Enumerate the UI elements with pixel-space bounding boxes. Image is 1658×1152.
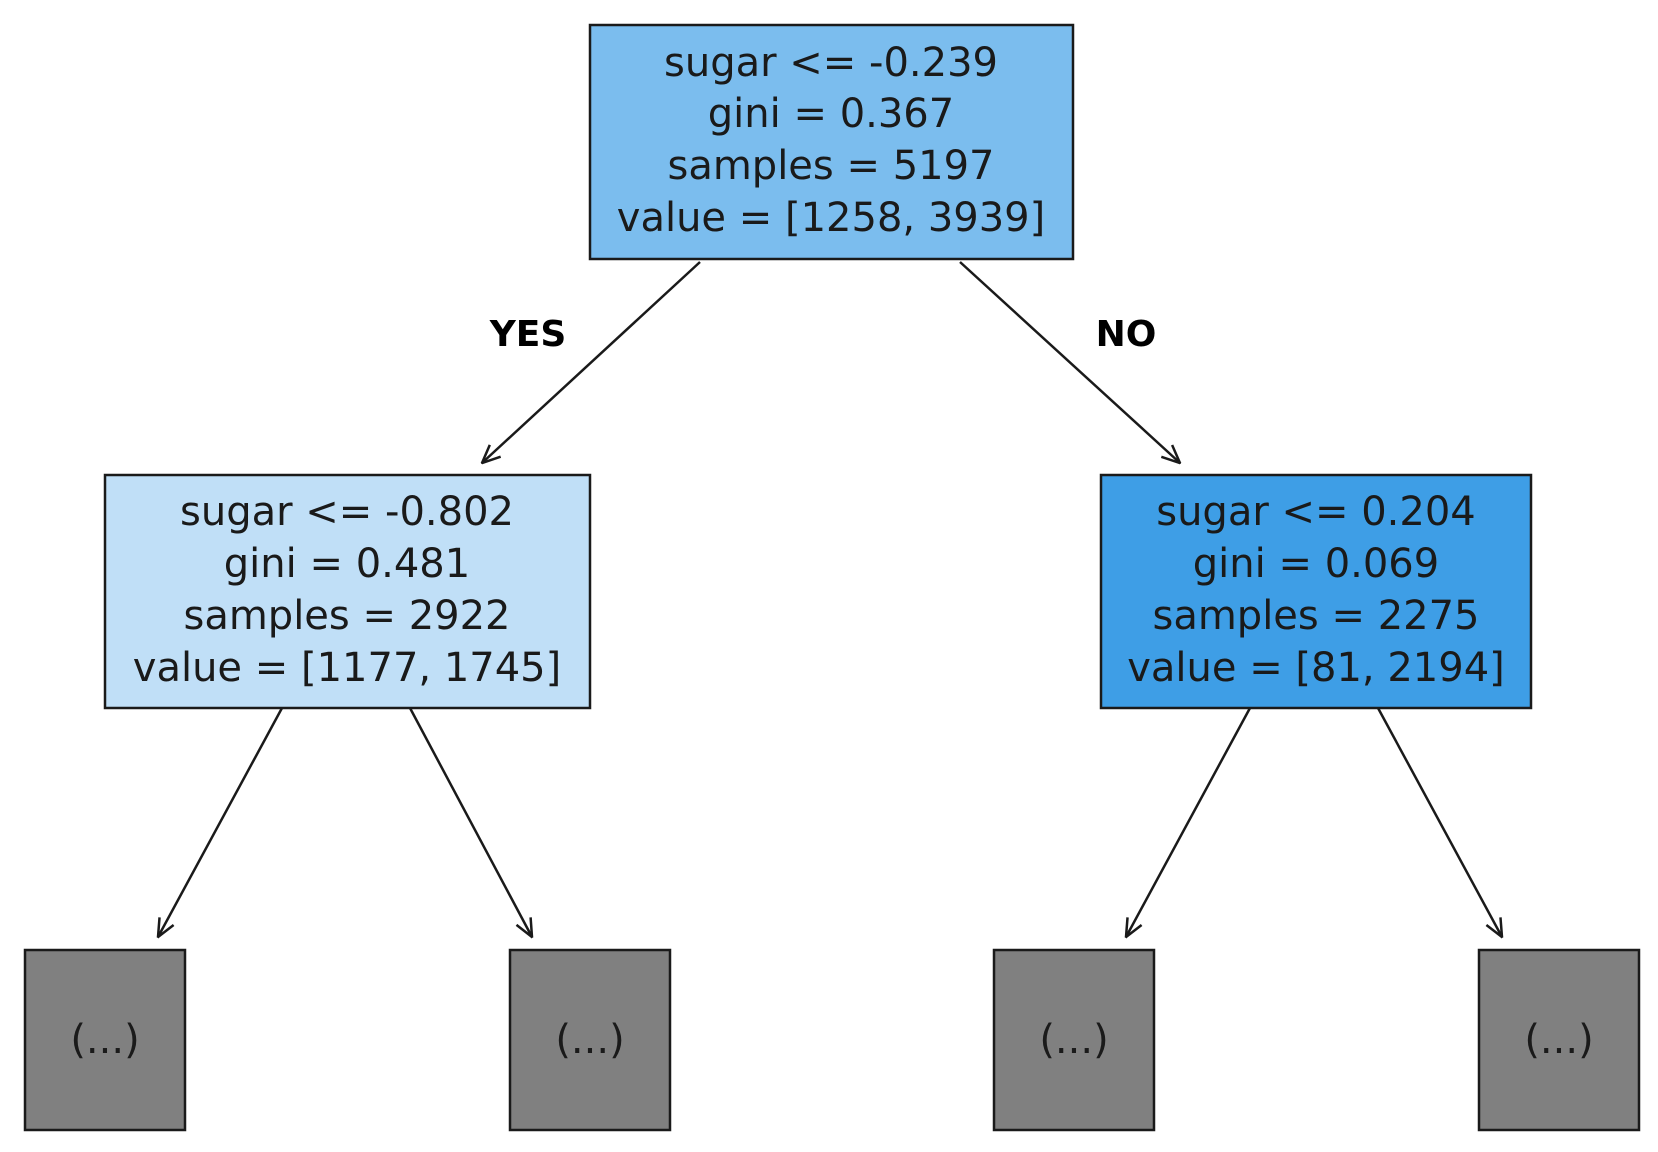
edge-label-yes: YES: [489, 314, 567, 355]
truncated-leaf-3-box: [992, 948, 1156, 1132]
right-node-value: value = [81, 2194]: [1127, 645, 1505, 691]
edge-left-to-leaf-2: [408, 707, 532, 937]
truncated-leaf-2-label: (...): [555, 1017, 624, 1063]
truncated-leaf-1-box: [23, 948, 187, 1132]
edge-right-to-leaf-4: [1376, 707, 1502, 937]
truncated-leaf-4-label: (...): [1524, 1017, 1593, 1063]
right-node-box: [1099, 473, 1533, 710]
left-node-box: [103, 473, 592, 710]
root-node-split: sugar <= -0.239: [664, 40, 998, 86]
edge-root-to-right: [959, 261, 1180, 463]
truncated-leaf-2: (...): [508, 948, 672, 1132]
truncated-leaf-1: (...): [23, 948, 187, 1132]
truncated-leaf-1-label: (...): [70, 1017, 139, 1063]
truncated-leaf-4: (...): [1477, 948, 1641, 1132]
right-node-gini: gini = 0.069: [1193, 541, 1439, 587]
root-node: sugar <= -0.239 gini = 0.367 samples = 5…: [588, 23, 1075, 261]
truncated-leaf-3: (...): [992, 948, 1156, 1132]
edge-right-to-leaf-3: [1126, 707, 1252, 937]
root-node-value: value = [1258, 3939]: [617, 195, 1045, 241]
edge-root-to-left: [482, 261, 701, 463]
left-node-gini: gini = 0.481: [224, 541, 470, 587]
right-node-split: sugar <= 0.204: [1156, 489, 1476, 535]
edge-left-to-leaf-1: [158, 707, 284, 937]
left-node: sugar <= -0.802 gini = 0.481 samples = 2…: [103, 473, 592, 710]
right-node-samples: samples = 2275: [1152, 593, 1479, 639]
left-node-samples: samples = 2922: [183, 593, 510, 639]
right-node: sugar <= 0.204 gini = 0.069 samples = 22…: [1099, 473, 1533, 710]
left-node-split: sugar <= -0.802: [180, 489, 514, 535]
left-node-value: value = [1177, 1745]: [133, 645, 561, 691]
root-node-gini: gini = 0.367: [708, 91, 954, 137]
edge-label-no: NO: [1096, 314, 1157, 355]
root-node-box: [588, 23, 1075, 261]
root-node-samples: samples = 5197: [667, 143, 994, 189]
truncated-leaf-3-label: (...): [1039, 1017, 1108, 1063]
truncated-leaf-4-box: [1477, 948, 1641, 1132]
truncated-leaf-2-box: [508, 948, 672, 1132]
